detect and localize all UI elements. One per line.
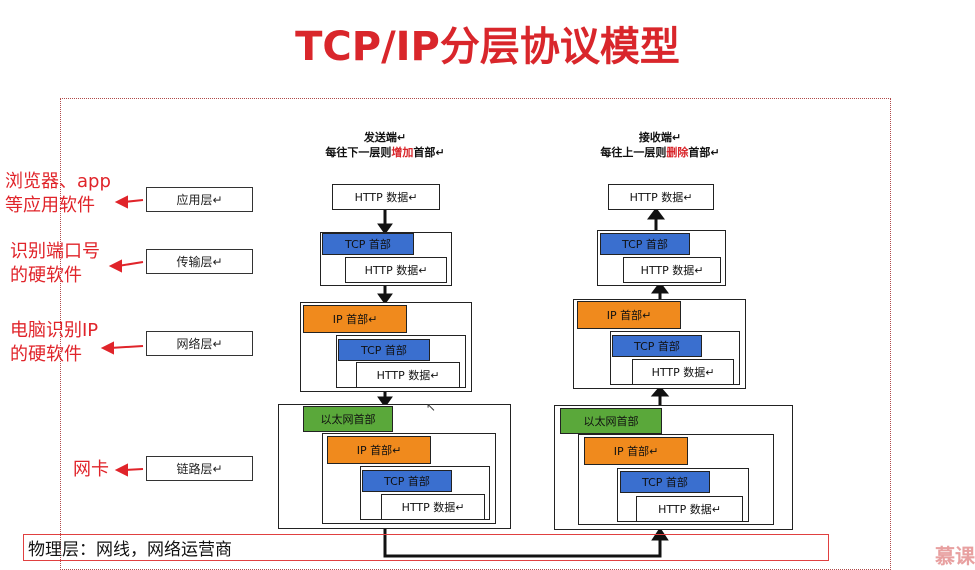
layer-transport: 传输层↵ xyxy=(146,249,253,274)
receiver-transport-tcp: TCP 首部 xyxy=(600,233,690,255)
sender-network-ip: IP 首部↵ xyxy=(303,305,407,333)
receiver-link-tcp: TCP 首部 xyxy=(620,471,710,493)
layer-network: 网络层↵ xyxy=(146,331,253,356)
sender-header: 发送端↵ 每往下一层则增加首部↵ xyxy=(285,130,485,160)
receiver-link-eth: 以太网首部 xyxy=(560,408,662,434)
page-title: TCP/IP分层协议模型 xyxy=(295,24,680,70)
sender-link-http: HTTP 数据↵ xyxy=(381,494,485,520)
note-arrowhead-link xyxy=(114,463,128,477)
note-transport-line2: 的硬软件 xyxy=(10,265,82,286)
site-logo: 慕课 xyxy=(935,544,975,568)
note-network-line2: 的硬软件 xyxy=(10,344,82,365)
up-arrowhead-2 xyxy=(651,281,669,294)
layer-application: 应用层↵ xyxy=(146,187,253,212)
up-arrowhead-3 xyxy=(650,385,670,397)
note-network-line1: 电脑识别IP xyxy=(10,320,99,341)
sender-transport-http: HTTP 数据↵ xyxy=(345,257,447,283)
note-application-line1: 浏览器、app xyxy=(5,171,111,192)
receiver-desc-pre: 每往上一层则 xyxy=(600,146,667,159)
down-arrowhead-3 xyxy=(377,396,393,408)
note-link: 网卡 xyxy=(73,459,109,480)
down-arrowhead-2 xyxy=(377,293,393,305)
physical-connector xyxy=(383,525,662,558)
physical-layer-label: 物理层：网线，网络运营商 xyxy=(23,534,829,561)
note-arrowhead-network xyxy=(100,341,114,355)
sender-desc-pre: 每往下一层则 xyxy=(325,146,392,159)
receiver-desc-highlight: 删除 xyxy=(666,146,689,159)
sender-link-ip: IP 首部↵ xyxy=(327,436,431,464)
mouse-cursor-icon: ↖ xyxy=(426,400,437,414)
note-network: 电脑识别IP 的硬软件 xyxy=(10,319,98,367)
receiver-network-ip: IP 首部↵ xyxy=(577,301,681,329)
sender-network-http: HTTP 数据↵ xyxy=(356,362,460,388)
sender-link-tcp: TCP 首部 xyxy=(362,470,452,492)
sender-desc-highlight: 增加 xyxy=(391,146,414,159)
up-arrowhead-1 xyxy=(647,207,665,220)
down-arrowhead-1 xyxy=(377,223,393,235)
sender-link-eth: 以太网首部 xyxy=(303,406,393,432)
note-arrowhead-transport xyxy=(108,259,122,273)
receiver-desc-post: 首部↵ xyxy=(688,146,720,159)
receiver-app-http: HTTP 数据↵ xyxy=(608,184,714,210)
note-arrowhead-application xyxy=(114,195,128,209)
sender-network-tcp: TCP 首部 xyxy=(338,339,430,361)
receiver-title: 接收端↵ xyxy=(638,131,682,144)
receiver-transport-http: HTTP 数据↵ xyxy=(623,257,721,283)
receiver-network-http: HTTP 数据↵ xyxy=(632,359,734,385)
note-application: 浏览器、app 等应用软件 xyxy=(5,170,111,218)
sender-transport-tcp: TCP 首部 xyxy=(322,233,414,255)
receiver-header: 接收端↵ 每往上一层则删除首部↵ xyxy=(560,130,760,160)
sender-desc-post: 首部↵ xyxy=(413,146,445,159)
receiver-link-ip: IP 首部↵ xyxy=(584,437,688,465)
note-transport-line1: 识别端口号 xyxy=(10,241,100,262)
note-transport: 识别端口号 的硬软件 xyxy=(10,240,100,288)
note-arrow-network xyxy=(109,345,144,349)
sender-app-http: HTTP 数据↵ xyxy=(332,184,440,210)
receiver-link-http: HTTP 数据↵ xyxy=(636,496,743,522)
note-application-line2: 等应用软件 xyxy=(5,195,95,216)
layer-link: 链路层↵ xyxy=(146,456,253,481)
sender-title: 发送端↵ xyxy=(363,131,407,144)
receiver-network-tcp: TCP 首部 xyxy=(612,335,702,357)
note-arrow-transport xyxy=(117,261,144,267)
